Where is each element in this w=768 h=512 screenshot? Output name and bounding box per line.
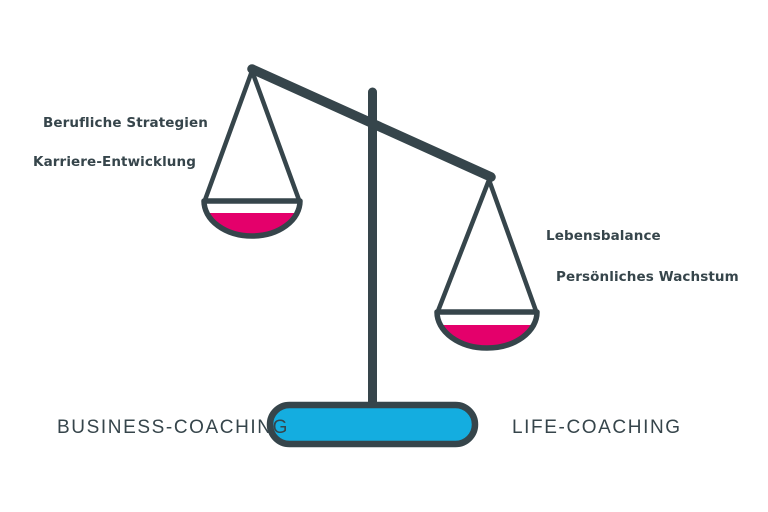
label-persoenliches-wachstum: Persönliches Wachstum (556, 269, 739, 285)
label-lebensbalance: Lebensbalance (546, 228, 661, 244)
right-pan (434, 309, 540, 351)
left-pan-strings (202, 68, 302, 203)
footer-label-business-coaching: BUSINESS-COACHING (57, 417, 290, 438)
label-berufliche-strategien: Berufliche Strategien (42, 115, 208, 131)
right-pan-strings (435, 177, 539, 314)
scale-base (266, 401, 479, 448)
left-pan (201, 198, 303, 239)
footer-label-life-coaching: LIFE-COACHING (512, 417, 682, 438)
scale-beam (247, 64, 496, 182)
left-pan-bowl (201, 198, 303, 239)
label-karriere-entwicklung: Karriere-Entwicklung (33, 154, 196, 170)
left-pan-fill (204, 213, 300, 236)
right-pan-bowl (434, 309, 540, 351)
